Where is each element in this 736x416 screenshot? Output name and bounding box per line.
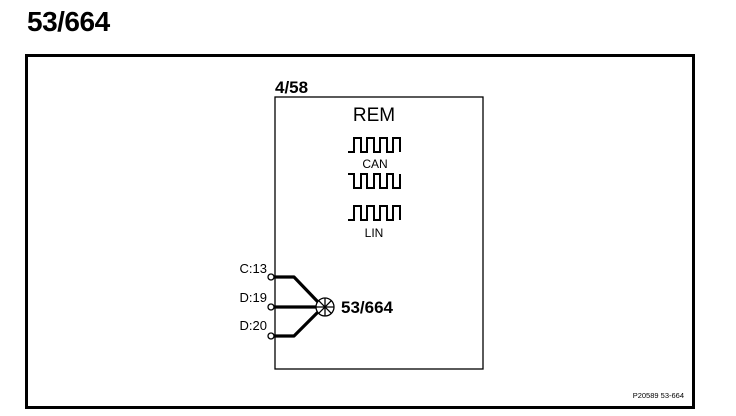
page-title: 53/664 [27, 6, 110, 37]
can-label: CAN [362, 157, 387, 171]
pin-terminal-icon [267, 303, 275, 311]
wire-c13 [274, 275, 320, 304]
can-waveform-icon [348, 137, 401, 189]
lin-label: LIN [365, 226, 384, 240]
module-box [274, 96, 484, 370]
pin-terminal-icon [267, 332, 275, 340]
splice-label: 53/664 [341, 298, 394, 317]
module-name-label: REM [353, 105, 395, 126]
lin-waveform-icon [348, 205, 401, 221]
figure-reference: P20589 53-664 [633, 391, 684, 400]
pin-terminal-icon [267, 273, 275, 281]
diagram-frame [25, 54, 695, 409]
pin-label-d20: D:20 [240, 318, 267, 333]
module-id-label: 4/58 [275, 78, 308, 97]
pin-label-d19: D:19 [240, 290, 267, 305]
pin-label-c13: C:13 [240, 261, 267, 276]
splice-icon [315, 297, 335, 317]
wire-d20 [274, 310, 320, 338]
wire-bundle [274, 275, 320, 338]
